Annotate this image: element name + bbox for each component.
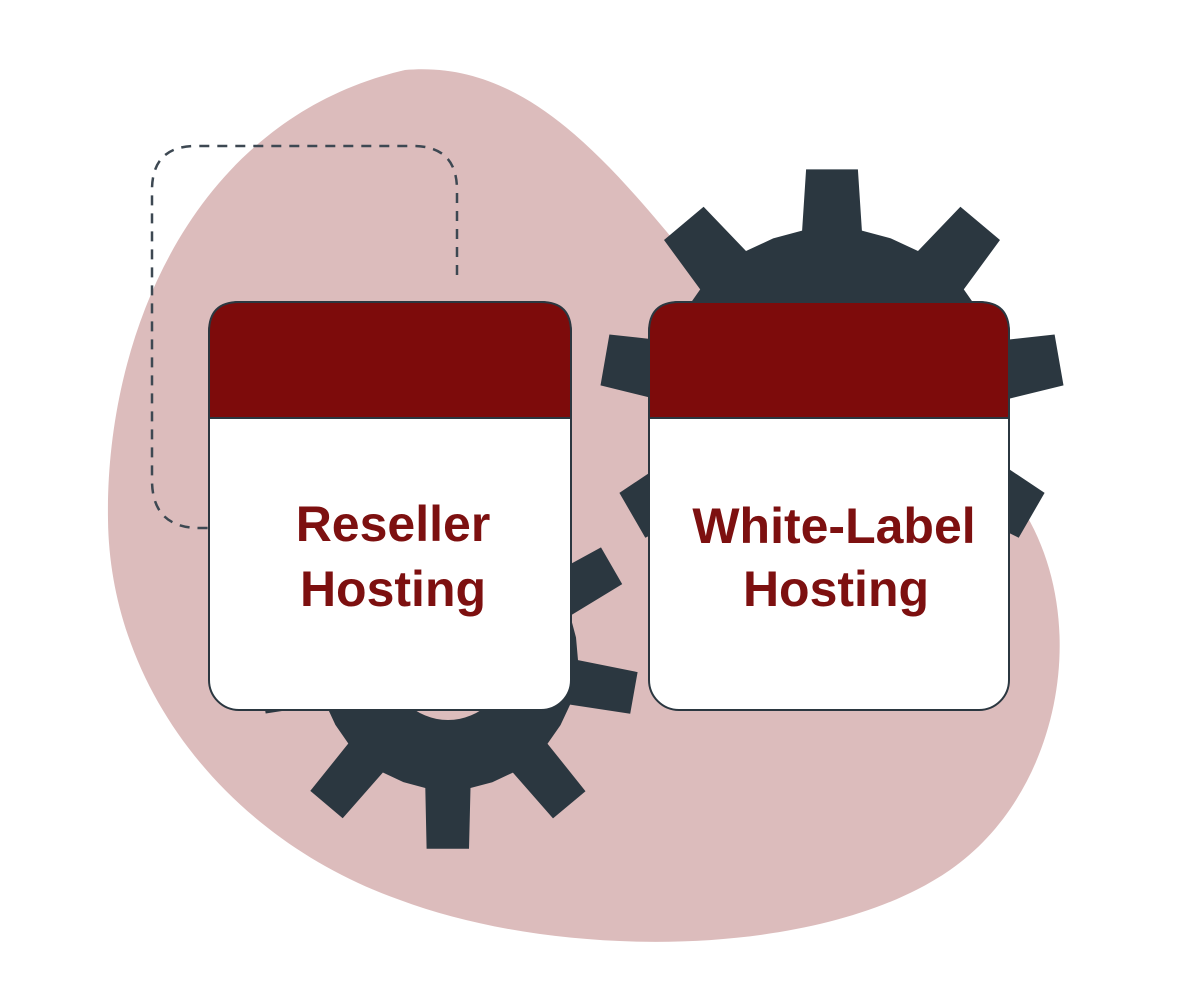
card-header xyxy=(648,301,1010,419)
card-title-line1: White-Label xyxy=(692,498,975,554)
card-reseller-hosting: Reseller Hosting xyxy=(208,301,572,711)
card-white-label-hosting: White-Label Hosting xyxy=(648,301,1010,711)
card-title-line1: Reseller xyxy=(296,496,491,552)
card-header xyxy=(208,301,572,419)
card-title-line2: Hosting xyxy=(300,561,486,617)
dashed-connector xyxy=(150,144,459,530)
card-title-line2: Hosting xyxy=(743,561,929,617)
